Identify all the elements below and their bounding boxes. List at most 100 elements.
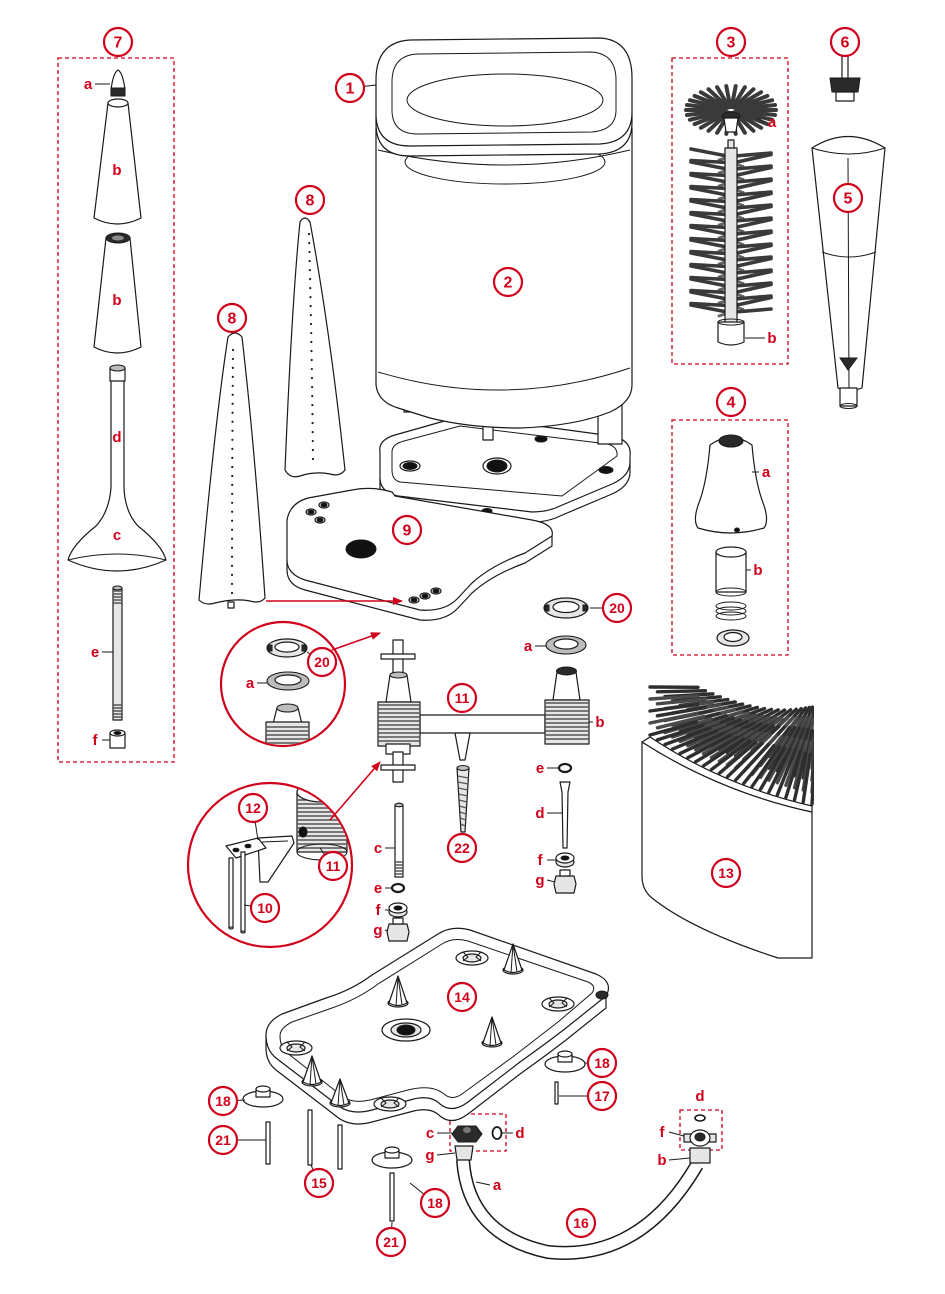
part-8-side-panel-left <box>198 332 266 609</box>
part-letter-a: a <box>762 464 771 481</box>
part-letter-a: a <box>246 675 255 692</box>
part-9-base <box>286 416 631 621</box>
part-7cd-stand <box>67 364 167 572</box>
callout-number: 3 <box>727 35 736 52</box>
part-11g-nut-right <box>553 869 577 894</box>
part-letter-c: c <box>374 840 382 857</box>
part-11e-oring-right <box>557 762 573 774</box>
callout-11: 11 <box>446 682 478 714</box>
callout-2: 2 <box>492 266 524 298</box>
part-letter-d: d <box>112 429 121 446</box>
part-letter-d: d <box>515 1125 524 1142</box>
part-letter-b: b <box>595 714 604 731</box>
part-16g-fitting <box>454 1145 474 1161</box>
part-letter-g: g <box>425 1147 434 1164</box>
part-12-bracket <box>225 835 295 883</box>
part-letter-f: f <box>538 852 544 869</box>
callout-number: 8 <box>306 193 315 210</box>
part-21-screw-center <box>389 1172 395 1222</box>
part-11-manifold <box>377 639 590 783</box>
part-10-screws <box>228 851 246 934</box>
callout-number: 20 <box>314 654 330 670</box>
part-1-frame <box>375 37 633 157</box>
part-3a-top-brush <box>684 84 778 136</box>
group-box-3 <box>671 57 789 365</box>
callout-4: 4 <box>715 386 747 418</box>
callout-number: 11 <box>455 690 470 706</box>
part-18-foot-center <box>371 1146 413 1169</box>
part-11e-oring-left <box>390 882 406 894</box>
callout-number: 8 <box>228 311 237 328</box>
part-21-screw-left <box>265 1121 271 1165</box>
callout-11: 11 <box>317 850 349 882</box>
part-17-screw <box>554 1081 559 1105</box>
callout-number: 18 <box>427 1195 443 1211</box>
part-letter-c: c <box>426 1125 434 1142</box>
part-letter-g: g <box>373 922 382 939</box>
part-letter-e: e <box>536 760 544 777</box>
callout-number: 4 <box>727 395 736 412</box>
callout-17: 17 <box>586 1080 618 1112</box>
part-4-washer <box>716 629 750 647</box>
callout-number: 21 <box>383 1234 399 1250</box>
callout-13: 13 <box>710 857 742 889</box>
part-11d-pin <box>559 781 571 849</box>
leader-line <box>243 904 252 907</box>
callout-number: 5 <box>844 191 853 208</box>
callout-18: 18 <box>419 1187 451 1219</box>
callout-21: 21 <box>207 1124 239 1156</box>
leader-line <box>546 879 556 883</box>
part-letter-a: a <box>524 638 533 655</box>
leader-line <box>363 84 377 87</box>
part-7a-tip <box>110 69 126 97</box>
callout-number: 2 <box>504 275 513 292</box>
callout-20: 20 <box>306 646 338 678</box>
callout-10: 10 <box>249 892 281 924</box>
callout-7: 7 <box>102 26 134 58</box>
part-7e-threaded-rod <box>112 585 123 721</box>
callout-18: 18 <box>586 1047 618 1079</box>
leader-line <box>475 1181 491 1186</box>
part-16c-valve-knob <box>451 1125 483 1143</box>
part-letter-b: b <box>112 292 121 309</box>
group-box-4 <box>671 419 789 656</box>
part-8-side-panel-right <box>284 217 346 478</box>
leader-line <box>319 847 326 855</box>
part-16b-fitting <box>689 1147 711 1164</box>
part-letter-b: b <box>657 1152 666 1169</box>
part-3b-main-brush <box>689 139 773 346</box>
detail-circle-nozzle-seal <box>219 620 347 748</box>
part-22-nozzle <box>456 764 470 833</box>
callout-3: 3 <box>715 26 747 58</box>
part-16d-oring-left <box>491 1126 503 1140</box>
part-6-cap <box>829 53 861 102</box>
callout-number: 21 <box>215 1132 231 1148</box>
part-letter-c: c <box>113 527 121 544</box>
callout-number: 1 <box>346 81 355 98</box>
part-letter-f: f <box>660 1124 666 1141</box>
part-letter-f: f <box>376 902 382 919</box>
callout-number: 7 <box>114 35 123 52</box>
callout-12: 12 <box>237 792 269 824</box>
callout-21: 21 <box>375 1226 407 1258</box>
callout-20: 20 <box>601 592 633 624</box>
callout-number: 17 <box>594 1088 610 1104</box>
part-letter-a: a <box>493 1177 502 1194</box>
callout-number: 11 <box>326 858 341 874</box>
part-letter-a: a <box>768 114 777 131</box>
callout-22: 22 <box>446 832 478 864</box>
part-letter-d: d <box>535 805 544 822</box>
part-7-assembly <box>67 69 167 749</box>
callout-number: 10 <box>257 900 273 916</box>
part-14-bottom-tray <box>265 927 609 1125</box>
part-16-hose <box>456 1159 704 1260</box>
part-7b-upper-cone <box>93 98 142 225</box>
group-box-16-valve <box>449 1113 507 1152</box>
part-letter-g: g <box>535 872 544 889</box>
callout-14: 14 <box>446 981 478 1013</box>
callout-number: 6 <box>841 35 850 52</box>
leader-line <box>668 1157 691 1161</box>
callout-1: 1 <box>334 72 366 104</box>
